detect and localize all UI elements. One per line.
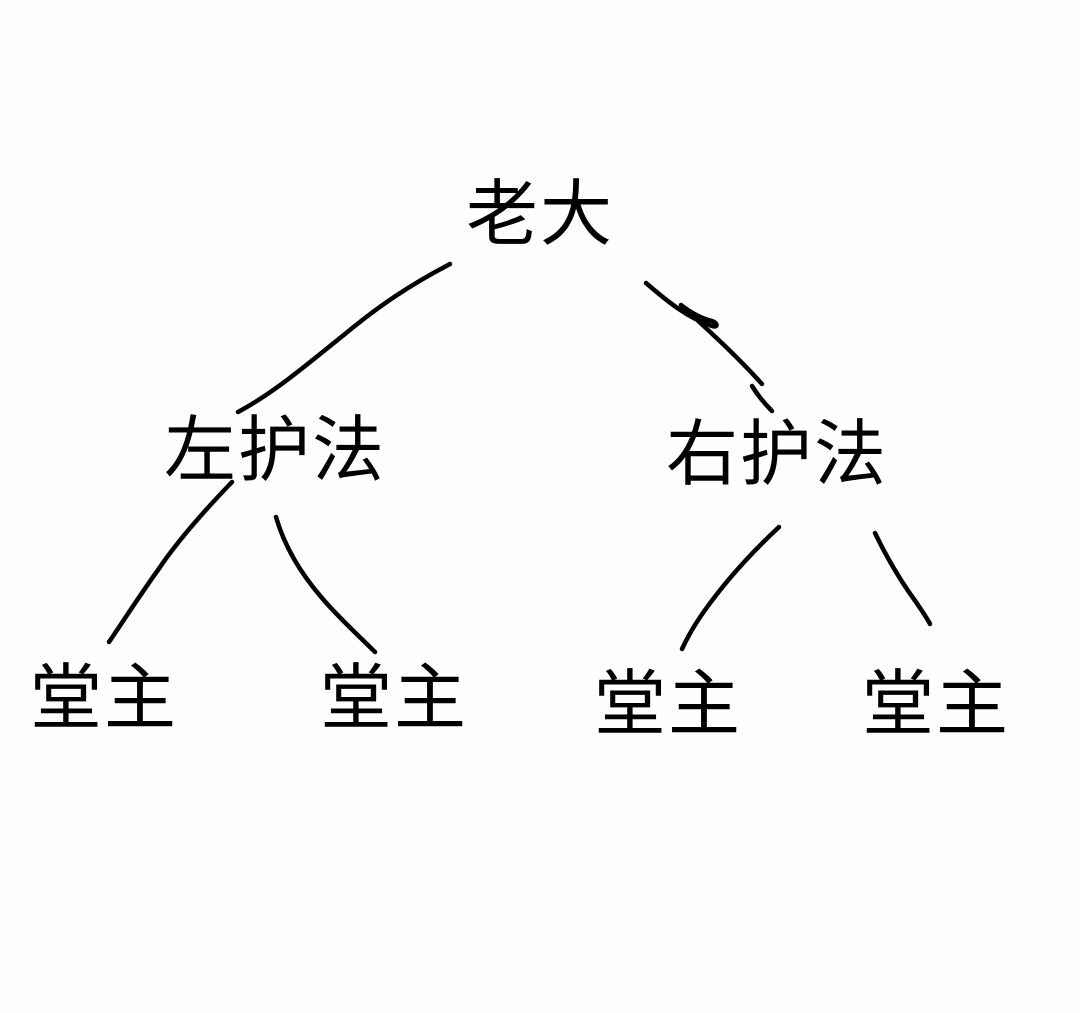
node-left: 左护法	[164, 408, 387, 492]
edge-right-rightleft	[679, 524, 782, 652]
node-right-right: 堂主	[862, 662, 1011, 746]
node-root: 老大	[466, 172, 615, 256]
edge-root-right-tail	[749, 383, 775, 414]
node-left-left: 堂主	[30, 656, 179, 740]
edge-left-leftright	[273, 514, 378, 655]
node-left-right: 堂主	[320, 656, 469, 740]
node-right: 右护法	[666, 412, 889, 496]
node-right-left: 堂主	[594, 662, 743, 746]
edge-right-rightright	[872, 530, 933, 627]
edge-left-leftleft	[106, 479, 235, 645]
edge-root-left	[235, 261, 453, 415]
edge-root-right	[643, 280, 765, 387]
